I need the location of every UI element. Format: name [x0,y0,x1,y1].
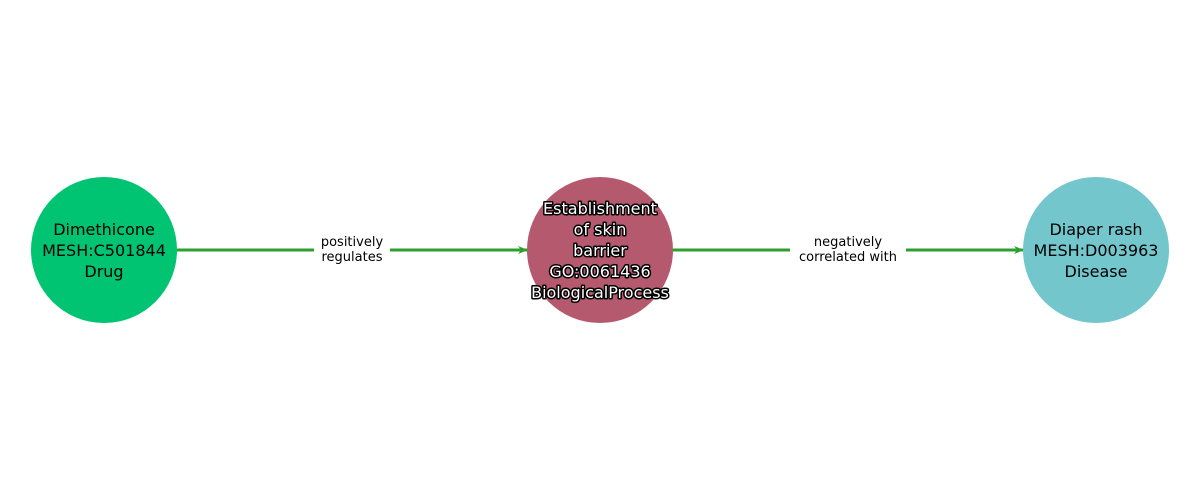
node-circle[interactable] [1023,177,1169,323]
node-label-line: Disease [1065,262,1128,281]
node-circle[interactable] [527,177,673,323]
node-label-line: MESH:D003963 [1034,241,1159,260]
node-label-line: BiologicalProcess [531,283,669,302]
node-label-line: Drug [84,262,123,281]
node-label-line: Diaper rash [1049,220,1142,239]
node-circle[interactable] [31,177,177,323]
node-label-line: Establishment [543,199,657,218]
edge-label-line: regulates [322,250,383,265]
node-label-line: of skin [574,220,627,239]
node-label-line: MESH:C501844 [42,241,166,260]
node-label-line: barrier [573,241,627,260]
node-label-line: GO:0061436 [549,262,650,281]
edge-label-line: positively [321,235,384,250]
edge-label-line: negatively [814,235,882,250]
edge-label-line: correlated with [799,250,897,265]
node-label-line: Dimethicone [53,220,155,239]
